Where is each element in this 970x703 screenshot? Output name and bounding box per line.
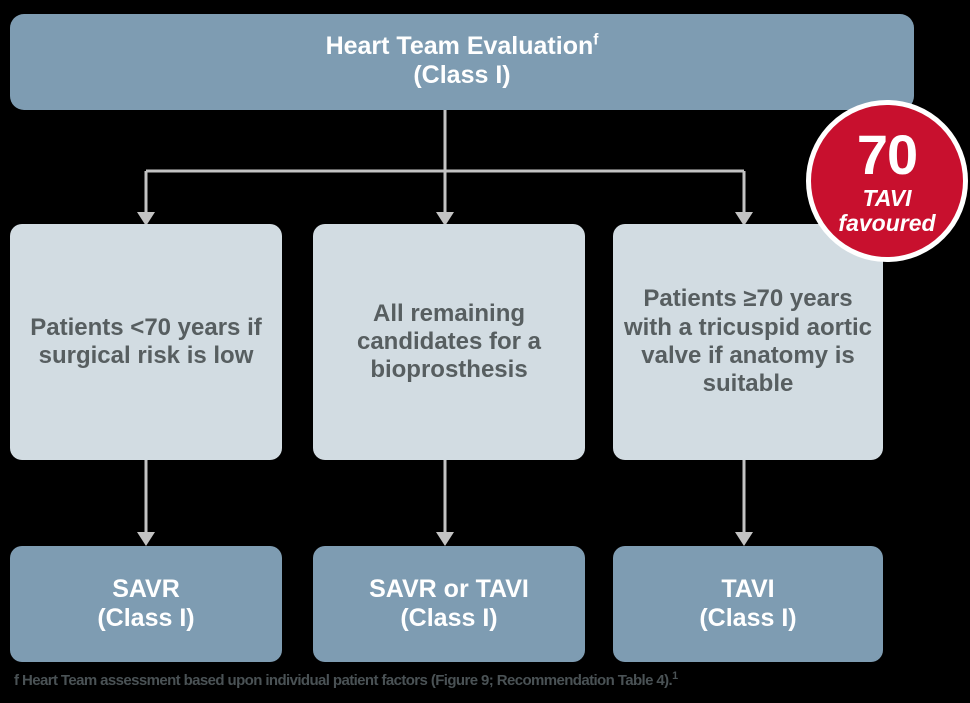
criteria-text: Patients ≥70 years with a tricuspid aort… <box>623 285 873 398</box>
badge-label-line1: TAVI <box>862 185 912 212</box>
footnote-citation: 1 <box>672 670 678 682</box>
criteria-text: Patients <70 years if surgical risk is l… <box>30 313 262 369</box>
outcome-box-tavi: TAVI (Class I) <box>613 546 883 662</box>
tavi-favoured-badge: 70 TAVI favoured <box>806 100 968 262</box>
outcome-label: SAVR or TAVI <box>369 574 529 603</box>
outcome-class-line: (Class I) <box>400 604 498 632</box>
badge-label-line2: favoured <box>838 209 936 236</box>
criteria-text: All remaining candidates for a bioprosth… <box>356 299 542 384</box>
footnote-text: Heart Team assessment based upon individ… <box>21 672 673 689</box>
outcome-label: SAVR <box>112 574 180 603</box>
outcome-box-savr-or-tavi: SAVR or TAVI (Class I) <box>313 546 585 662</box>
outcome-class-line: (Class I) <box>97 604 195 632</box>
outcome-class-line: (Class I) <box>699 604 797 632</box>
outcome-label: TAVI <box>721 574 775 603</box>
criteria-box-remaining-candidates: All remaining candidates for a bioprosth… <box>313 224 585 460</box>
header-title: Heart Team Evaluation <box>325 31 594 60</box>
criteria-box-over-70: Patients ≥70 years with a tricuspid aort… <box>613 224 883 460</box>
header-box-heart-team-evaluation: Heart Team Evaluationf (Class I) <box>10 14 914 110</box>
outcome-box-savr: SAVR (Class I) <box>10 546 282 662</box>
header-footnote-marker: f <box>593 31 599 49</box>
header-class-line: (Class I) <box>413 61 511 89</box>
criteria-box-under-70: Patients <70 years if surgical risk is l… <box>10 224 282 460</box>
footnote-marker: f <box>14 672 19 689</box>
badge-number: 70 <box>856 123 918 187</box>
footnote: f Heart Team assessment based upon indiv… <box>14 670 958 689</box>
